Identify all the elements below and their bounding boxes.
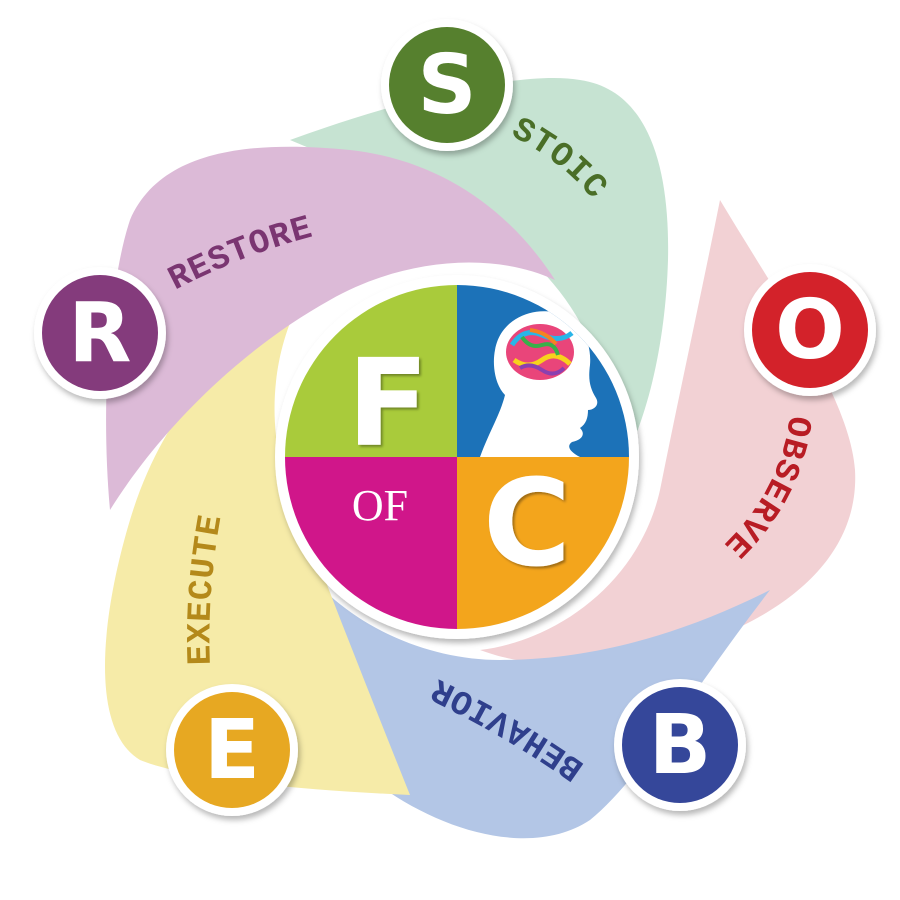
badge-letter-s: S [417, 38, 476, 133]
badge-e: E [166, 684, 298, 816]
badge-o: O [744, 264, 876, 396]
badge-r: R [34, 267, 166, 399]
center-label-of: OF [352, 481, 408, 530]
badge-letter-r: R [68, 286, 131, 381]
badge-b: B [614, 679, 746, 811]
badges: S O B E R [34, 19, 876, 816]
head-silhouette-icon [480, 311, 598, 457]
center-letter-c: C [483, 455, 571, 594]
center-letter-f: F [347, 335, 429, 474]
center-logo: F OF C [275, 275, 639, 639]
petal-execute [105, 300, 410, 795]
badge-letter-e: E [204, 703, 260, 798]
petal-restore [106, 146, 555, 510]
petal-stoic [290, 78, 669, 501]
badge-letter-b: B [649, 698, 712, 793]
badge-s: S [381, 19, 513, 151]
petal-behavior [298, 560, 770, 839]
badge-letter-o: O [775, 283, 845, 378]
